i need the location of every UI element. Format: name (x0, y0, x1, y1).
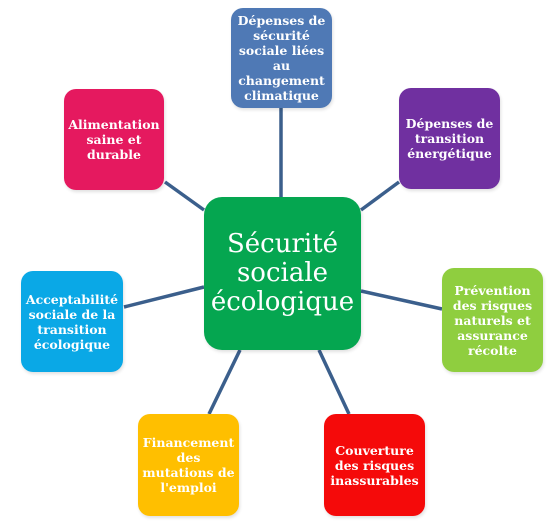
node-label-acceptabilite: Acceptabilité sociale de la transition é… (25, 291, 119, 352)
connector-acceptabilite (123, 285, 205, 309)
node-couverture-inassurables: Couverture des risques inassurables (324, 414, 425, 516)
node-depenses-climat: Dépenses de sécurité sociale liées au ch… (231, 8, 332, 108)
connector-alimentation (163, 180, 206, 212)
node-label-risques-naturels: Prévention des risques naturels et assur… (452, 282, 533, 358)
connector-emploi (207, 349, 242, 415)
connector-risques-naturels (360, 289, 443, 311)
node-acceptabilite-sociale: Acceptabilité sociale de la transition é… (21, 271, 123, 372)
node-label-inassurables: Couverture des risques inassurables (330, 442, 419, 488)
node-alimentation-durable: Alimentation saine et durable (64, 89, 164, 190)
node-prevention-risques: Prévention des risques naturels et assur… (442, 268, 543, 372)
node-label-alimentation: Alimentation saine et durable (68, 117, 160, 162)
node-label-climat: Dépenses de sécurité sociale liées au ch… (237, 13, 326, 103)
connector-inassurables (317, 349, 351, 415)
center-node-label: Sécurité sociale écologique (210, 228, 355, 318)
center-node-securite-sociale-ecologique: Sécurité sociale écologique (204, 197, 361, 350)
node-financement-emploi: Financement des mutations de l'emploi (138, 414, 239, 516)
node-depenses-transition: Dépenses de transition énergétique (399, 88, 500, 189)
node-label-transition: Dépenses de transition énergétique (405, 116, 494, 161)
node-label-emploi: Financement des mutations de l'emploi (142, 435, 235, 495)
connector-transition (359, 180, 401, 212)
